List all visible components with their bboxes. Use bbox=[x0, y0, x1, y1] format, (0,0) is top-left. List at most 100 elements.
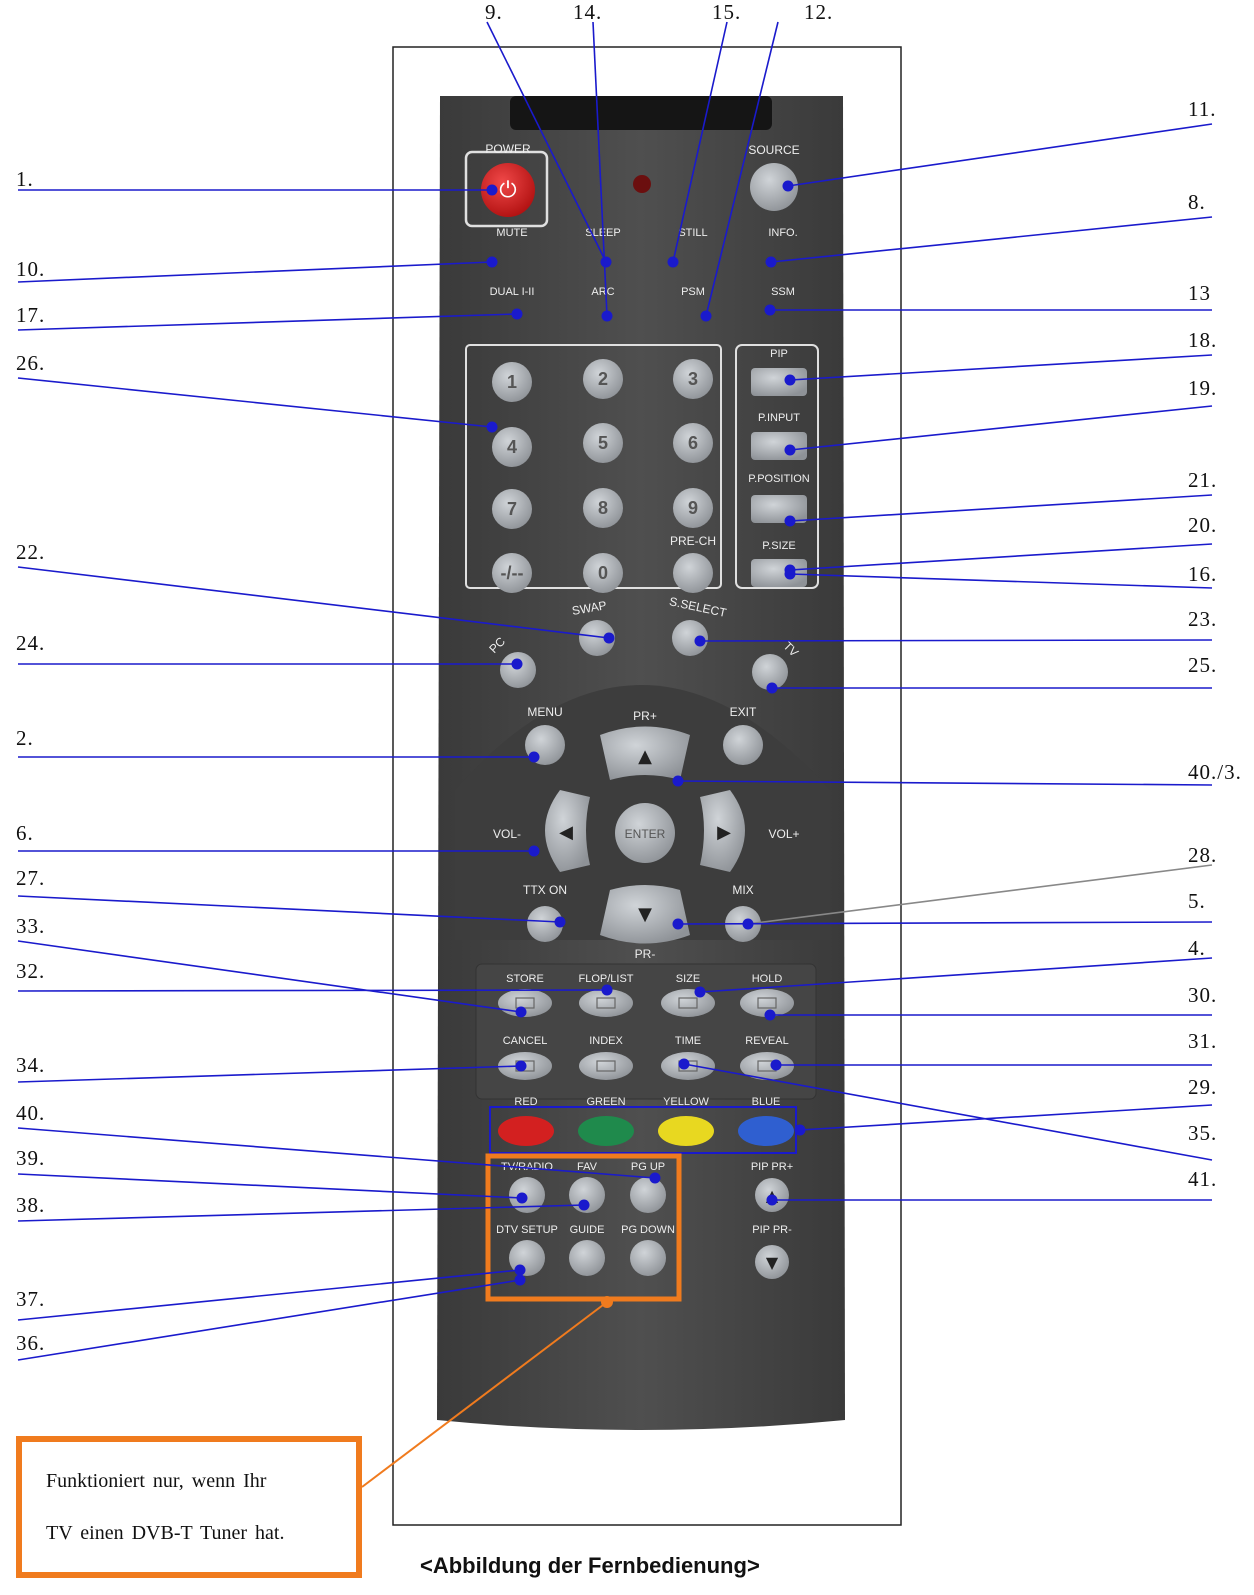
leader-dot bbox=[694, 635, 706, 647]
pg-down-button[interactable] bbox=[630, 1240, 666, 1276]
swap-button[interactable] bbox=[579, 620, 615, 656]
pip-pr-button[interactable] bbox=[755, 1245, 789, 1279]
digit-2-button[interactable] bbox=[583, 359, 623, 399]
leader-line bbox=[789, 405, 1213, 451]
pr-down-button[interactable] bbox=[600, 885, 690, 944]
dtv-setup-label: DTV SETUP bbox=[496, 1224, 558, 1236]
exit-button[interactable] bbox=[723, 725, 763, 765]
leader-dot bbox=[694, 986, 706, 998]
tv-button[interactable] bbox=[752, 654, 788, 690]
digit--button[interactable] bbox=[492, 553, 532, 593]
green-key-button[interactable] bbox=[578, 1116, 634, 1146]
p-size-label: P.SIZE bbox=[762, 540, 795, 552]
digit-7-button[interactable] bbox=[492, 489, 532, 529]
guide-button[interactable] bbox=[569, 1240, 605, 1276]
leader-line bbox=[683, 1063, 1213, 1161]
callout-right-18: 35. bbox=[1188, 1121, 1217, 1145]
leader-line bbox=[486, 21, 607, 263]
callout-right-11: 40./3. bbox=[1188, 760, 1242, 784]
teletext-icon bbox=[596, 1060, 616, 1072]
pg-up-button[interactable] bbox=[630, 1177, 666, 1213]
callout-left-7: 2. bbox=[16, 726, 34, 750]
pip-button[interactable] bbox=[751, 368, 807, 396]
vol-up-button[interactable] bbox=[700, 790, 745, 872]
callout-left-10: 33. bbox=[16, 914, 45, 938]
source-button[interactable] bbox=[750, 163, 798, 211]
sselect-button[interactable] bbox=[672, 620, 708, 656]
leader-line bbox=[699, 639, 1213, 642]
leader-dot bbox=[486, 256, 498, 268]
p-size-button[interactable] bbox=[751, 559, 807, 587]
p-position-button[interactable] bbox=[751, 495, 807, 523]
leader-dot bbox=[601, 984, 613, 996]
hold-button[interactable] bbox=[740, 989, 794, 1017]
enter-label: ENTER bbox=[625, 827, 666, 841]
leader-dot bbox=[764, 1009, 776, 1021]
digit-0-button[interactable] bbox=[583, 553, 623, 593]
flop-list-button[interactable] bbox=[579, 989, 633, 1017]
still-label: STILL bbox=[678, 227, 707, 239]
callout-left-8: 6. bbox=[16, 821, 34, 845]
index-button[interactable] bbox=[579, 1052, 633, 1080]
leader-line bbox=[699, 957, 1213, 993]
leader-line bbox=[17, 1269, 521, 1321]
swap-label: SWAP bbox=[571, 598, 608, 618]
blue-key-button[interactable] bbox=[738, 1116, 794, 1146]
leader-line bbox=[747, 864, 1213, 925]
volminus-label: VOL- bbox=[493, 827, 521, 841]
flop-list-label: FLOP/LIST bbox=[578, 973, 633, 985]
callout-left-15: 38. bbox=[16, 1193, 45, 1217]
digit-5-button[interactable] bbox=[583, 423, 623, 463]
leader-dot bbox=[672, 918, 684, 930]
leader-dot bbox=[770, 1059, 782, 1071]
leader-line bbox=[17, 261, 493, 283]
ir-led bbox=[633, 175, 651, 193]
leader-line bbox=[789, 573, 1213, 589]
leader-line bbox=[799, 1104, 1213, 1131]
red-key-button[interactable] bbox=[498, 1116, 554, 1146]
ttx-button[interactable] bbox=[527, 906, 563, 942]
digit-3-button[interactable] bbox=[673, 359, 713, 399]
callout-right-19: 41. bbox=[1188, 1167, 1217, 1191]
pip-pr-label: PIP PR+ bbox=[751, 1161, 793, 1173]
leader-line bbox=[17, 313, 518, 331]
callout-left-17: 36. bbox=[16, 1331, 45, 1355]
blue-label: BLUE bbox=[752, 1096, 781, 1108]
reveal-label: REVEAL bbox=[745, 1035, 788, 1047]
leader-dot bbox=[516, 1192, 528, 1204]
pg-up-label: PG UP bbox=[631, 1161, 665, 1173]
digit-6-button[interactable] bbox=[673, 423, 713, 463]
yellow-key-button[interactable] bbox=[658, 1116, 714, 1146]
p-input-button[interactable] bbox=[751, 432, 807, 460]
callout-top-4: 12. bbox=[804, 0, 833, 24]
digit-4-button[interactable] bbox=[492, 427, 532, 467]
prech-button[interactable] bbox=[673, 553, 713, 593]
callout-right-13: 5. bbox=[1188, 889, 1206, 913]
fav-button[interactable] bbox=[569, 1177, 605, 1213]
vol-down-button[interactable] bbox=[545, 790, 590, 872]
power-frame bbox=[464, 150, 549, 228]
leader-line bbox=[705, 21, 779, 317]
exit-label: EXIT bbox=[730, 705, 757, 719]
leader-line bbox=[17, 1173, 523, 1199]
pr-up-button[interactable] bbox=[600, 726, 690, 781]
reveal-button[interactable] bbox=[740, 1052, 794, 1080]
triangle-down-icon: ▼ bbox=[766, 1253, 779, 1272]
red-label: RED bbox=[514, 1096, 537, 1108]
power-button[interactable] bbox=[481, 163, 535, 217]
tv-radio-button[interactable] bbox=[509, 1177, 545, 1213]
leader-line bbox=[789, 494, 1213, 522]
size-button[interactable] bbox=[661, 989, 715, 1017]
teletext-panel bbox=[475, 963, 817, 1100]
leader-line bbox=[17, 1127, 656, 1179]
p-input-label: P.INPUT bbox=[758, 412, 800, 424]
leader-line bbox=[770, 216, 1213, 263]
pc-button[interactable] bbox=[500, 652, 536, 688]
callout-right-9: 23. bbox=[1188, 607, 1217, 631]
digit-8-button[interactable] bbox=[583, 488, 623, 528]
enter-button[interactable] bbox=[615, 803, 675, 863]
leader-line bbox=[17, 940, 522, 1013]
digit-1-button[interactable] bbox=[492, 362, 532, 402]
digit-9-button[interactable] bbox=[673, 488, 713, 528]
leader-dot bbox=[766, 1194, 778, 1206]
